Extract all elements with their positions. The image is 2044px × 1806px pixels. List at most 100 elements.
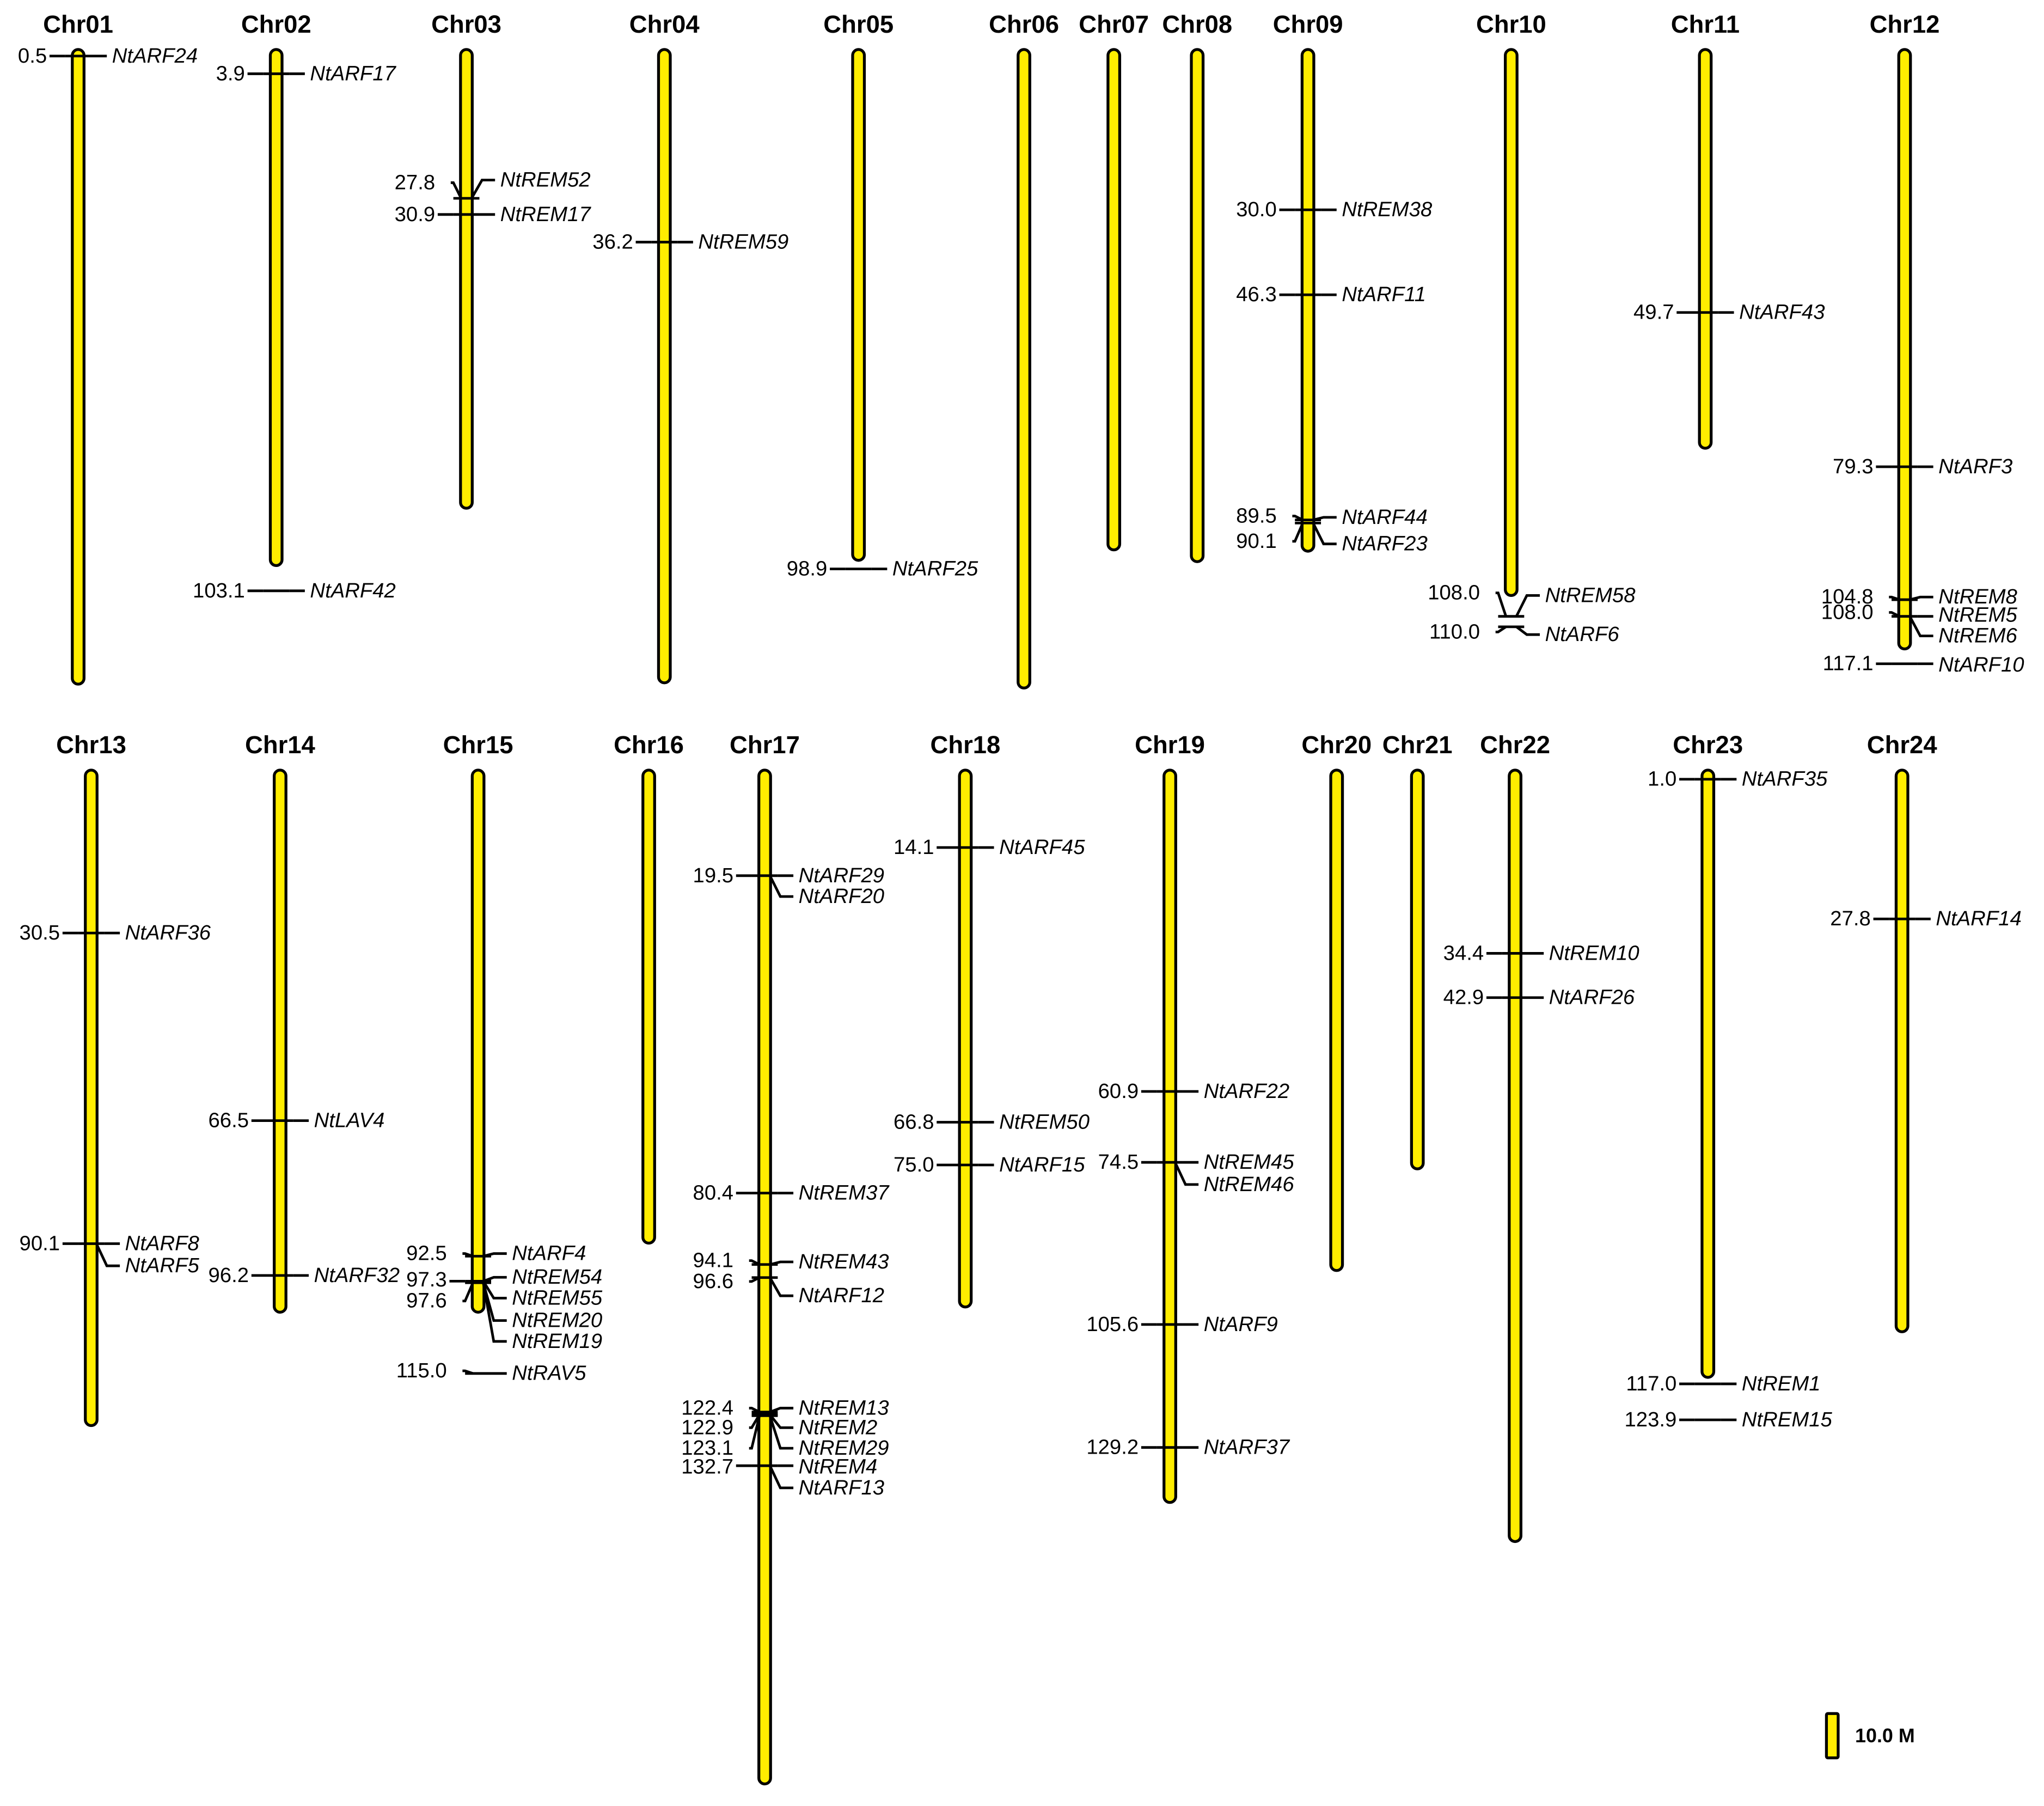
- marker-position-label: 66.5: [209, 1109, 249, 1132]
- marker-position-label: 108.0: [1821, 600, 1874, 624]
- chromosome-title: Chr06: [989, 10, 1059, 38]
- gene-label: NtREM55: [512, 1286, 603, 1309]
- chromosome-title: Chr14: [245, 731, 316, 759]
- marker-position-label: 90.1: [1236, 529, 1276, 553]
- gene-label: NtARF26: [1549, 986, 1635, 1009]
- gene-leader: [483, 1252, 507, 1258]
- marker-position-label: 97.6: [406, 1289, 446, 1313]
- chromosome-title: Chr02: [241, 10, 311, 38]
- marker-position-label: 19.5: [693, 864, 733, 887]
- gene-label: NtREM6: [1938, 624, 2017, 648]
- gene-leader: [768, 1465, 794, 1490]
- gene-leader: [768, 1415, 794, 1450]
- gene-label: NtARF25: [892, 557, 978, 581]
- chromosome-title: Chr18: [931, 731, 1001, 759]
- marker-position-label: 46.3: [1236, 283, 1276, 306]
- marker-position-label: 1.0: [1648, 767, 1676, 791]
- marker-leader: [749, 1407, 760, 1413]
- gene-leader: [1909, 595, 1933, 601]
- marker-position-label: 30.5: [20, 921, 60, 944]
- marker-position-label: 3.9: [216, 62, 245, 85]
- chromosome-bar: [958, 768, 973, 1309]
- marker-leader: [450, 181, 463, 199]
- gene-leader: [769, 1413, 794, 1429]
- gene-label: NtARF37: [1204, 1436, 1290, 1459]
- marker-position-label: 108.0: [1428, 581, 1480, 605]
- gene-label: NtREM54: [512, 1265, 602, 1289]
- marker-position-label: 30.9: [395, 203, 435, 226]
- chromosome-title: Chr10: [1476, 10, 1546, 38]
- gene-label: NtLAV4: [314, 1109, 385, 1132]
- marker-position-label: 66.8: [894, 1110, 934, 1133]
- gene-leader: [769, 1407, 794, 1413]
- marker-position-label: 27.8: [1830, 907, 1870, 930]
- gene-label: NtARF13: [799, 1476, 884, 1499]
- chromosome-bar: [1504, 48, 1519, 597]
- gene-label: NtARF11: [1342, 283, 1426, 306]
- chromosome-bar: [1410, 768, 1425, 1170]
- marker-position-label: 103.1: [193, 579, 245, 602]
- gene-label: NtARF9: [1204, 1313, 1278, 1336]
- gene-label: NtREM1: [1742, 1372, 1821, 1395]
- chromosome-title: Chr15: [443, 731, 513, 759]
- chromosome-bar: [1329, 768, 1344, 1272]
- marker-position-label: 94.1: [693, 1249, 733, 1272]
- chromosome-title: Chr09: [1273, 10, 1343, 38]
- gene-label: NtREM8: [1938, 585, 2017, 608]
- chromosome-bar: [1698, 48, 1713, 450]
- marker-position-label: 60.9: [1098, 1079, 1139, 1103]
- chromosome-title: Chr19: [1135, 731, 1205, 759]
- marker-position-label: 104.8: [1821, 585, 1874, 608]
- gene-label: NtARF36: [125, 921, 211, 944]
- chromosome-title: Chr11: [1671, 10, 1740, 38]
- marker-position-label: 97.3: [406, 1268, 446, 1291]
- gene-leader: [768, 875, 794, 898]
- marker-position-label: 98.9: [787, 557, 827, 581]
- marker-position-label: 34.4: [1443, 941, 1484, 965]
- gene-leader: [1313, 516, 1337, 521]
- marker-position-label: 80.4: [693, 1181, 733, 1205]
- gene-label: NtREM10: [1549, 941, 1639, 965]
- gene-label: NtREM17: [500, 203, 592, 226]
- gene-label: NtARF42: [310, 579, 395, 602]
- gene-label: NtARF32: [314, 1264, 400, 1287]
- gene-label: NtARF29: [799, 864, 884, 887]
- gene-label: NtREM13: [799, 1396, 889, 1419]
- chromosome-bar: [1106, 48, 1122, 552]
- gene-label: NtARF22: [1204, 1079, 1289, 1103]
- gene-label: NtARF6: [1545, 623, 1620, 646]
- gene-leader: [482, 1280, 507, 1299]
- marker-position-label: 89.5: [1236, 504, 1276, 527]
- gene-label: NtARF8: [125, 1231, 200, 1255]
- gene-leader: [1312, 522, 1337, 546]
- marker-leader: [1292, 522, 1304, 543]
- marker-leader: [462, 1282, 474, 1303]
- marker-position-label: 132.7: [681, 1455, 733, 1479]
- marker-position-label: 27.8: [395, 170, 435, 194]
- gene-label: NtREM4: [799, 1455, 878, 1479]
- chromosome-title: Chr21: [1382, 731, 1453, 759]
- gene-label: NtREM50: [999, 1110, 1090, 1133]
- chromosome-bar: [657, 48, 672, 685]
- marker-position-label: 74.5: [1098, 1150, 1139, 1174]
- gene-label: NtARF24: [112, 44, 198, 68]
- marker-leader: [462, 1252, 474, 1258]
- gene-leader: [470, 179, 495, 199]
- gene-label: NtREM2: [799, 1415, 878, 1439]
- chromosome-title: Chr08: [1162, 10, 1232, 38]
- gene-label: NtARF45: [999, 835, 1085, 859]
- chromosome-bar: [1897, 48, 1912, 651]
- marker-position-label: 117.1: [1823, 652, 1874, 675]
- chromosome-title: Chr16: [614, 731, 684, 759]
- marker-position-label: 42.9: [1443, 986, 1484, 1009]
- chromosome-title: Chr24: [1867, 731, 1938, 759]
- chromosome-title: Chr17: [730, 731, 800, 759]
- marker-position-label: 122.4: [681, 1396, 733, 1419]
- marker-position-label: 14.1: [894, 835, 934, 859]
- marker-position-label: 117.0: [1626, 1372, 1676, 1395]
- chromosome-title: Chr04: [629, 10, 700, 38]
- chromosome-title: Chr22: [1480, 731, 1550, 759]
- gene-label: NtREM45: [1204, 1150, 1295, 1174]
- gene-label: NtREM15: [1742, 1408, 1833, 1431]
